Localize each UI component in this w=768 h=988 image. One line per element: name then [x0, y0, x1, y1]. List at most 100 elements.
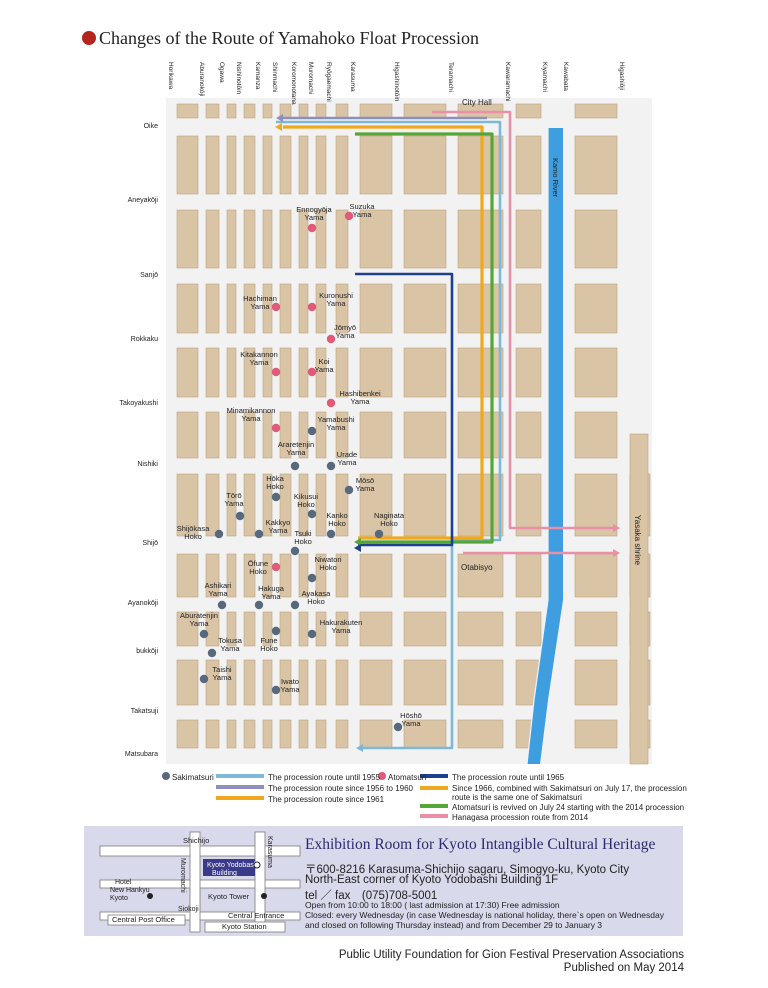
minimap-label-top: Kyoto Station — [222, 922, 267, 931]
float-marker-icon — [307, 509, 317, 519]
city-block — [335, 659, 349, 706]
float-marker-icon — [271, 492, 281, 502]
minimap-label-top: Central Post Office — [112, 915, 175, 924]
street-label-ns: Teramachi — [447, 62, 454, 92]
city-block — [205, 553, 220, 598]
float-name: Tsuki — [294, 529, 311, 538]
float-name: Hakurakuten — [320, 618, 363, 627]
float-type: Yama — [350, 397, 370, 406]
street-label-ew: Sanjō — [140, 272, 158, 279]
city-block — [176, 347, 199, 398]
city-block — [298, 659, 309, 706]
city-block — [243, 103, 256, 119]
city-block — [298, 209, 309, 269]
float-name: Niwatori — [314, 555, 341, 564]
float-type: Yama — [326, 299, 346, 308]
city-block — [226, 473, 237, 537]
city-block — [226, 659, 237, 706]
exhibition-hours: Open from 10:00 to 18:00 ( last admissio… — [305, 900, 560, 910]
city-block — [226, 347, 237, 398]
float-type: Yama — [326, 423, 346, 432]
minimap-label: Kyoto Yodobashi — [207, 862, 260, 869]
minimap-label: Central Entrance — [228, 911, 284, 920]
minimap-road — [189, 831, 201, 933]
float-marker-icon — [326, 398, 336, 408]
city-block — [298, 611, 309, 647]
city-block — [243, 347, 256, 398]
float-type: Hoko — [260, 644, 278, 653]
city-block — [403, 473, 447, 537]
float-marker-icon — [307, 223, 317, 233]
legend-1961: The procession route since 1961 — [268, 795, 385, 804]
street-label-ns: Koromonotana — [290, 62, 297, 105]
street-label-ns: Higashiōji — [618, 62, 625, 90]
city-block — [315, 553, 327, 598]
city-block — [403, 347, 447, 398]
legend-swatch — [420, 804, 448, 808]
street-label-ew: Takatsuji — [131, 708, 159, 715]
city-block — [457, 719, 504, 749]
city-block — [515, 411, 542, 459]
exhibition-address2: North-East corner of Kyoto Yodobashi Bui… — [305, 874, 559, 886]
legend-swatch — [420, 814, 448, 818]
city-block — [403, 135, 447, 195]
city-block — [262, 473, 273, 537]
float-marker-icon — [271, 302, 281, 312]
street-label-ns: Horikawa — [167, 62, 174, 89]
float-marker-icon — [290, 600, 300, 610]
float-type: Yama — [280, 685, 300, 694]
hotel-marker-icon — [147, 893, 153, 899]
city-block — [574, 135, 618, 195]
city-block — [315, 659, 327, 706]
city-block — [359, 347, 393, 398]
float-name: Mōsō — [356, 476, 374, 485]
float-marker-icon — [393, 722, 403, 732]
float-marker-icon — [207, 648, 217, 658]
float-name: Araretenjin — [278, 440, 314, 449]
exhibition-tel: tel ／ fax (075)708-5001 — [305, 890, 438, 902]
city-block — [205, 611, 220, 647]
route-arrow-icon — [275, 123, 282, 131]
minimap-label: Hotel — [115, 879, 132, 886]
city-block — [403, 283, 447, 334]
minimap-label: New Hankyu — [110, 887, 150, 894]
street-label-ns: Ogawa — [218, 62, 225, 83]
float-type: Yama — [268, 526, 288, 535]
float-marker-icon — [290, 546, 300, 556]
city-block — [176, 473, 199, 537]
city-block — [226, 135, 237, 195]
float-marker-icon — [290, 461, 300, 471]
street-label-ns: Nishinotōin — [235, 62, 242, 95]
float-name: Tokusa — [218, 636, 243, 645]
city-block — [205, 347, 220, 398]
float-marker-icon — [271, 626, 281, 636]
yasaka-block — [629, 433, 649, 765]
city-block — [262, 283, 273, 334]
river-shape — [527, 128, 563, 764]
city-block — [574, 209, 618, 269]
legend-1955: The procession route until 1955 — [268, 773, 381, 782]
city-block — [457, 611, 504, 647]
city-block — [205, 411, 220, 459]
legend-swatch — [216, 785, 264, 789]
legend-swatch — [216, 796, 264, 800]
city-block — [243, 283, 256, 334]
legend-sakimatsuri: Sakimatsuri — [172, 773, 214, 782]
float-marker-icon — [307, 426, 317, 436]
route-arrow-icon — [613, 549, 620, 557]
procession-routes — [275, 110, 620, 752]
city-block — [335, 283, 349, 334]
float-name: Ayakasa — [302, 589, 331, 598]
float-marker-icon — [199, 629, 209, 639]
city-block — [403, 209, 447, 269]
city-block — [457, 553, 504, 598]
float-type: Hoko — [184, 532, 202, 541]
city-block — [574, 283, 618, 334]
page-title: Changes of the Route of Yamahoko Float P… — [82, 28, 479, 49]
city-block — [315, 473, 327, 537]
float-name: Kikusui — [294, 492, 319, 501]
float-type: Hoko — [266, 482, 284, 491]
float-marker-icon — [271, 367, 281, 377]
exhibition-title: Exhibition Room for Kyoto Intangible Cul… — [305, 836, 656, 853]
